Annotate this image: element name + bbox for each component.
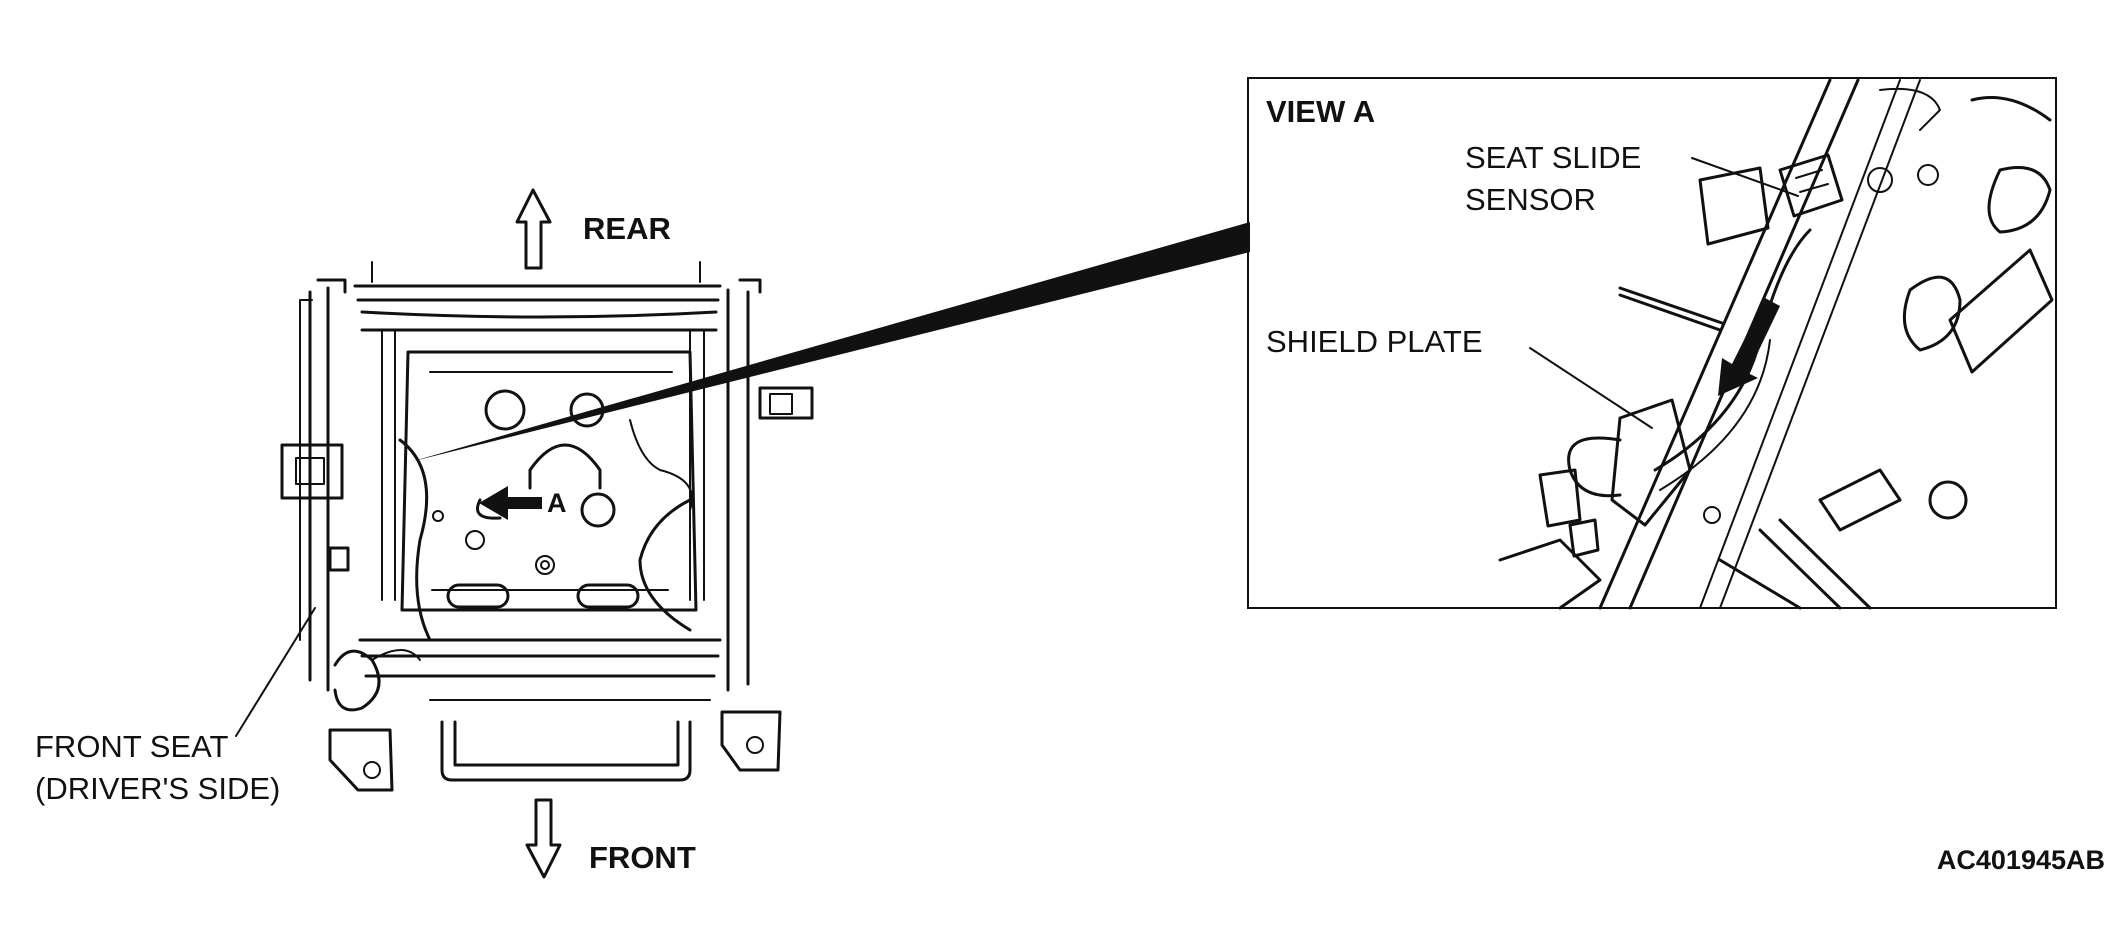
front-label: FRONT	[589, 840, 696, 875]
solid-arrow-left-icon	[479, 486, 542, 520]
figure-code: AC401945AB	[1937, 845, 2105, 875]
shield-plate-leader	[1529, 347, 1653, 429]
solid-arrow-down-icon	[1718, 298, 1780, 396]
view-marker-label: A	[547, 488, 567, 518]
view-a-title: VIEW A	[1266, 94, 1375, 129]
seat-slide-sensor-leader	[1691, 157, 1799, 197]
rear-label: REAR	[583, 211, 671, 246]
seat-frame-illustration	[280, 261, 814, 792]
projection-wedge	[410, 222, 1250, 462]
view-a-frame	[1247, 77, 2057, 609]
hollow-arrow-up-icon	[515, 188, 552, 270]
seat-slide-sensor-label-line1: SEAT SLIDE	[1465, 140, 1641, 175]
hollow-arrow-down-icon	[525, 798, 562, 879]
shield-plate-label: SHIELD PLATE	[1266, 324, 1483, 359]
front-seat-leader	[235, 607, 316, 737]
front-seat-label-line2: (DRIVER'S SIDE)	[35, 771, 280, 806]
front-seat-label-line1: FRONT SEAT	[35, 729, 229, 764]
seat-slide-sensor-label-line2: SENSOR	[1465, 182, 1596, 217]
